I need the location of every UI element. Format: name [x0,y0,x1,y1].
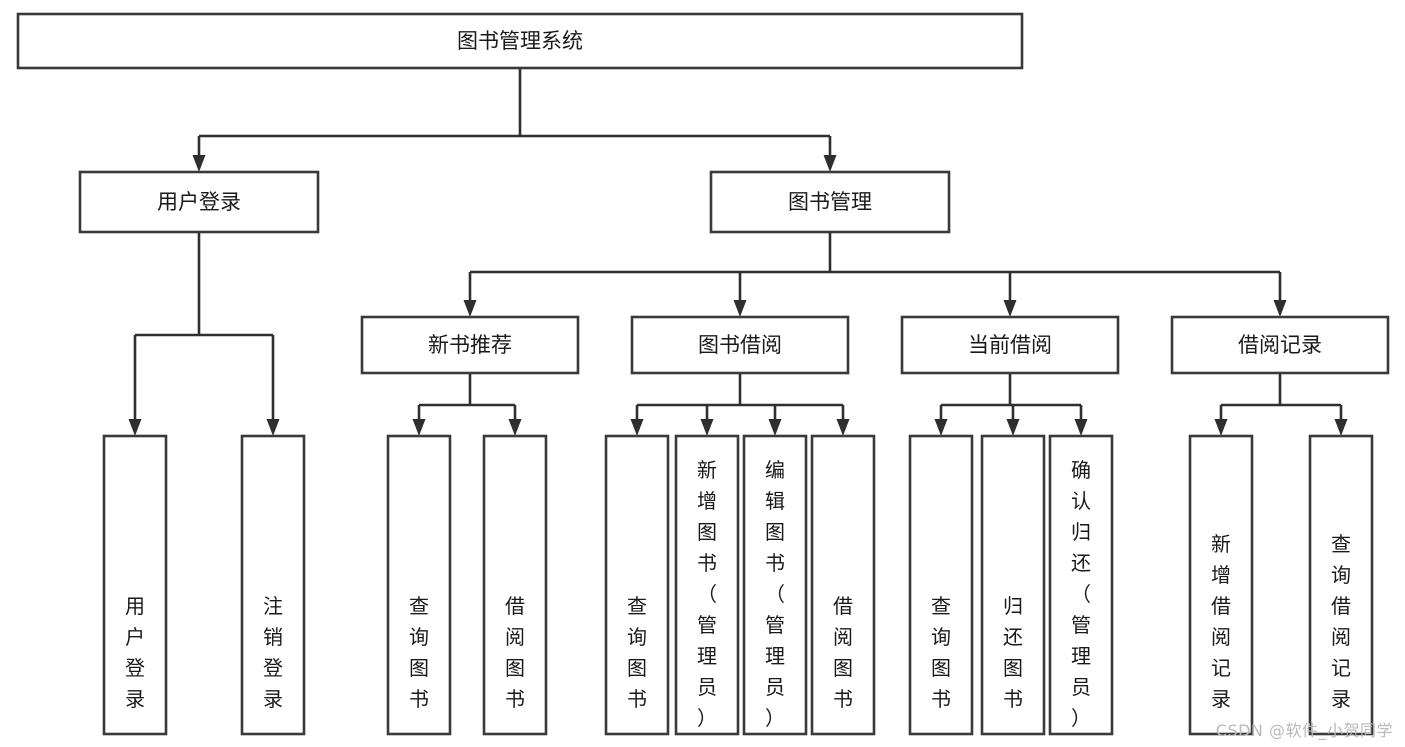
node-box [1048,434,1114,736]
node-box [16,12,1024,70]
arrow-head-icon [768,419,782,436]
node-leaf-query-record[interactable]: 查询借阅记录 [1308,434,1374,736]
arrow-head-icon [463,300,477,317]
node-book-manage[interactable]: 图书管理 [709,170,951,234]
node-leaf-return-book[interactable]: 归还图书 [980,434,1046,736]
arrow-head-icon [412,419,426,436]
arrow-head-icon [1003,300,1017,317]
edge-group [1214,373,1348,436]
node-label: 图书管理 [788,190,872,214]
node-leaf-borrow-book-2[interactable]: 借阅图书 [810,434,876,736]
node-box [1170,315,1390,375]
node-box [360,315,580,375]
arrow-head-icon [1334,419,1348,436]
node-root[interactable]: 图书管理系统 [16,12,1024,70]
edge-layer [128,68,1348,436]
node-label: 借阅图书 [833,594,853,711]
arrow-head-icon [1273,300,1287,317]
edge-group [463,232,1287,317]
node-label: 编辑图书（管理员） [765,458,785,730]
node-box [482,434,548,736]
node-box [604,434,670,736]
node-label: 借阅图书 [505,594,525,711]
node-book-borrow[interactable]: 图书借阅 [630,315,850,375]
node-box [630,315,850,375]
node-label: 新增图书（管理员） [697,458,717,730]
node-label: 归还图书 [1003,594,1023,711]
node-box [900,315,1120,375]
node-label: 确认归还（管理员） [1071,458,1091,730]
node-box [386,434,452,736]
node-box [742,434,808,736]
edge-group [934,373,1088,436]
node-box [78,170,320,234]
node-new-book-rec[interactable]: 新书推荐 [360,315,580,375]
node-leaf-add-record[interactable]: 新增借阅记录 [1188,434,1254,736]
node-box [102,434,168,736]
arrow-head-icon [733,300,747,317]
node-label: 借阅记录 [1238,333,1322,357]
node-leaf-borrow-book-1[interactable]: 借阅图书 [482,434,548,736]
arrow-head-icon [934,419,948,436]
edge-group [128,232,280,436]
node-box [674,434,740,736]
node-label: 用户登录 [125,594,145,711]
edge-group [192,68,837,172]
node-leaf-confirm-return[interactable]: 确认归还（管理员） [1048,434,1114,736]
node-layer: 图书管理系统用户登录图书管理新书推荐图书借阅当前借阅借阅记录用户登录注销登录查询… [16,12,1390,736]
arrow-head-icon [508,419,522,436]
node-label: 查询图书 [627,594,647,711]
arrow-head-icon [128,419,142,436]
node-box [1308,434,1374,736]
node-leaf-edit-book[interactable]: 编辑图书（管理员） [742,434,808,736]
node-current-borrow[interactable]: 当前借阅 [900,315,1120,375]
node-box [709,170,951,234]
arrow-head-icon [1074,419,1088,436]
node-label: 注销登录 [263,594,283,711]
node-user-login[interactable]: 用户登录 [78,170,320,234]
node-leaf-logout[interactable]: 注销登录 [240,434,306,736]
edge-group [630,373,850,436]
node-box [908,434,974,736]
node-leaf-add-book[interactable]: 新增图书（管理员） [674,434,740,736]
node-label: 图书借阅 [698,333,782,357]
node-label: 查询图书 [931,594,951,711]
node-borrow-record[interactable]: 借阅记录 [1170,315,1390,375]
node-label: 查询图书 [409,594,429,711]
node-leaf-query-book-2[interactable]: 查询图书 [604,434,670,736]
arrow-head-icon [1006,419,1020,436]
node-box [1188,434,1254,736]
node-box [980,434,1046,736]
node-label: 新增借阅记录 [1211,532,1231,711]
arrow-head-icon [266,419,280,436]
node-label: 当前借阅 [968,333,1052,357]
node-label: 查询借阅记录 [1331,532,1351,711]
node-box [240,434,306,736]
node-label: 新书推荐 [428,333,512,357]
edge-group [412,373,522,436]
node-label: 用户登录 [157,190,241,214]
arrow-head-icon [700,419,714,436]
arrow-head-icon [192,155,206,172]
node-leaf-query-book-1[interactable]: 查询图书 [386,434,452,736]
node-box [810,434,876,736]
arrow-head-icon [630,419,644,436]
arrow-head-icon [823,155,837,172]
node-leaf-user-login[interactable]: 用户登录 [102,434,168,736]
arrow-head-icon [836,419,850,436]
node-label: 图书管理系统 [457,29,583,53]
arrow-head-icon [1214,419,1228,436]
node-leaf-query-book-3[interactable]: 查询图书 [908,434,974,736]
